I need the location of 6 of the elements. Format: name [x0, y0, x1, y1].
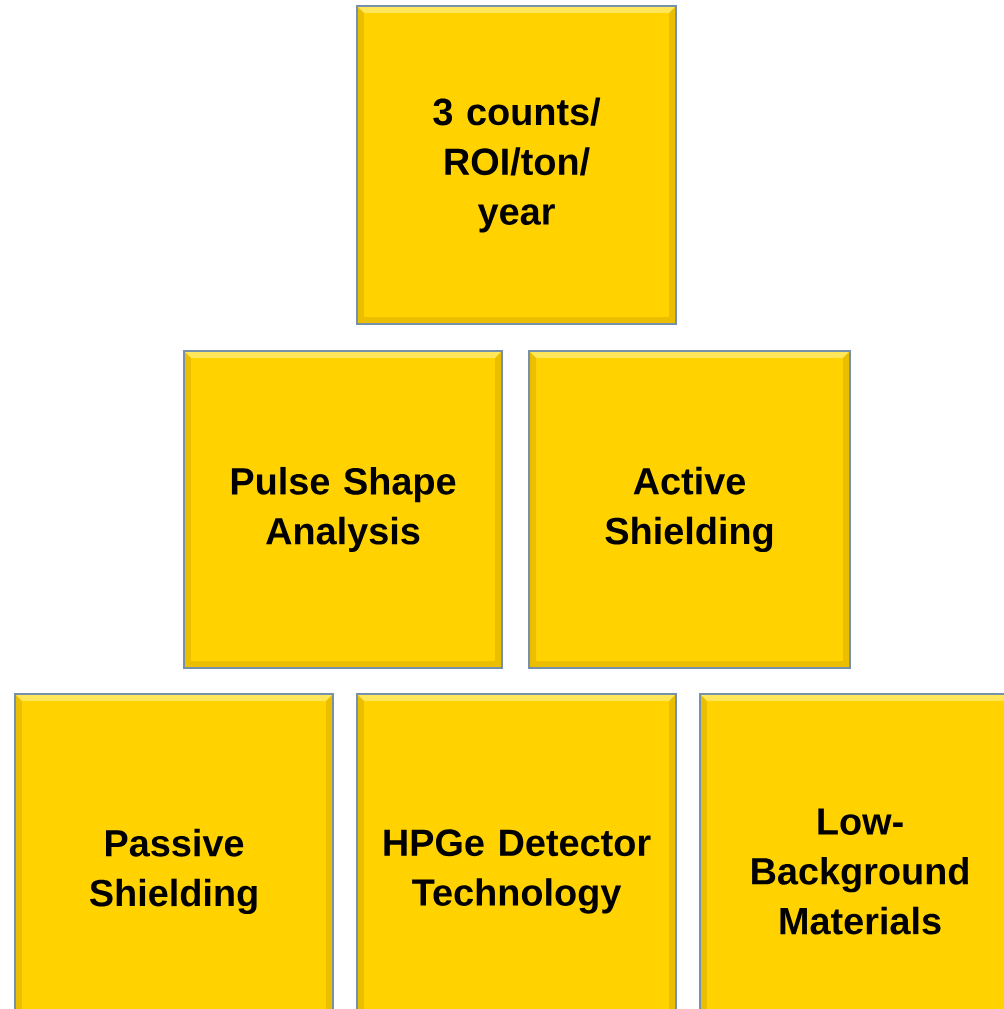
label-box: Low- Background Materials [699, 693, 1004, 1009]
label-box: Passive Shielding [14, 693, 334, 1009]
label-box: Active Shielding [528, 350, 851, 669]
label-box: Pulse Shape Analysis [183, 350, 503, 669]
label-box: HPGe Detector Technology [356, 693, 677, 1009]
label-box: 3 counts/ ROI/ton/ year [356, 5, 677, 325]
